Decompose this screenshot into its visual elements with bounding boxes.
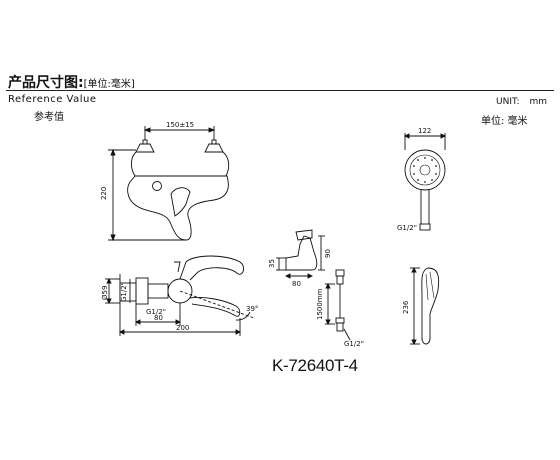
reference-en: Reference Value [8, 94, 97, 105]
shower-nozzles [413, 157, 437, 183]
mixer-plan-view [105, 255, 255, 336]
dim-spout-angle: 39° [246, 305, 258, 313]
unit-note: [单位:毫米] [83, 79, 135, 90]
dim-hand-shower-dia: 122 [418, 127, 431, 135]
shower-hose [325, 269, 351, 341]
dim-body-dia: Ø59 [101, 286, 109, 300]
dim-hose-length: 1500mm [316, 288, 324, 320]
dim-bracket-depth: 90 [324, 249, 332, 258]
unit-en-label: UNIT: [496, 97, 520, 107]
hand-shower-face [403, 133, 447, 231]
dim-hand-shower-length: 236 [402, 300, 410, 314]
page-title: 产品尺寸图:[单位:毫米] [8, 72, 135, 92]
model-number: K-72640T-4 [272, 356, 358, 375]
reference-cn: 参考值 [34, 112, 64, 123]
title-text: 产品尺寸图: [8, 75, 84, 91]
wall-bracket [276, 229, 325, 279]
unit-cn: 单位: 毫米 [481, 116, 528, 127]
dim-inlet-thread-side: G1/2" [120, 282, 128, 302]
dim-spout-offset: 80 [154, 314, 163, 322]
hand-shower-side [410, 266, 440, 346]
dim-valve-height: 220 [100, 187, 108, 200]
dim-bracket-width: 80 [292, 280, 301, 288]
unit-en-value: mm [529, 97, 548, 107]
unit-en: UNIT: mm [496, 97, 547, 107]
header-rule [6, 90, 554, 91]
dim-inlet-thread-bottom: G1/2" [146, 308, 166, 316]
dim-valve-spacing: 150±15 [166, 121, 194, 129]
dim-hand-shower-thread: G1/2" [397, 224, 417, 232]
dim-overall-depth: 200 [176, 324, 189, 332]
mixer-front-view [108, 126, 230, 242]
dim-bracket-height: 35 [268, 259, 276, 268]
dim-hose-thread: G1/2" [344, 340, 364, 348]
